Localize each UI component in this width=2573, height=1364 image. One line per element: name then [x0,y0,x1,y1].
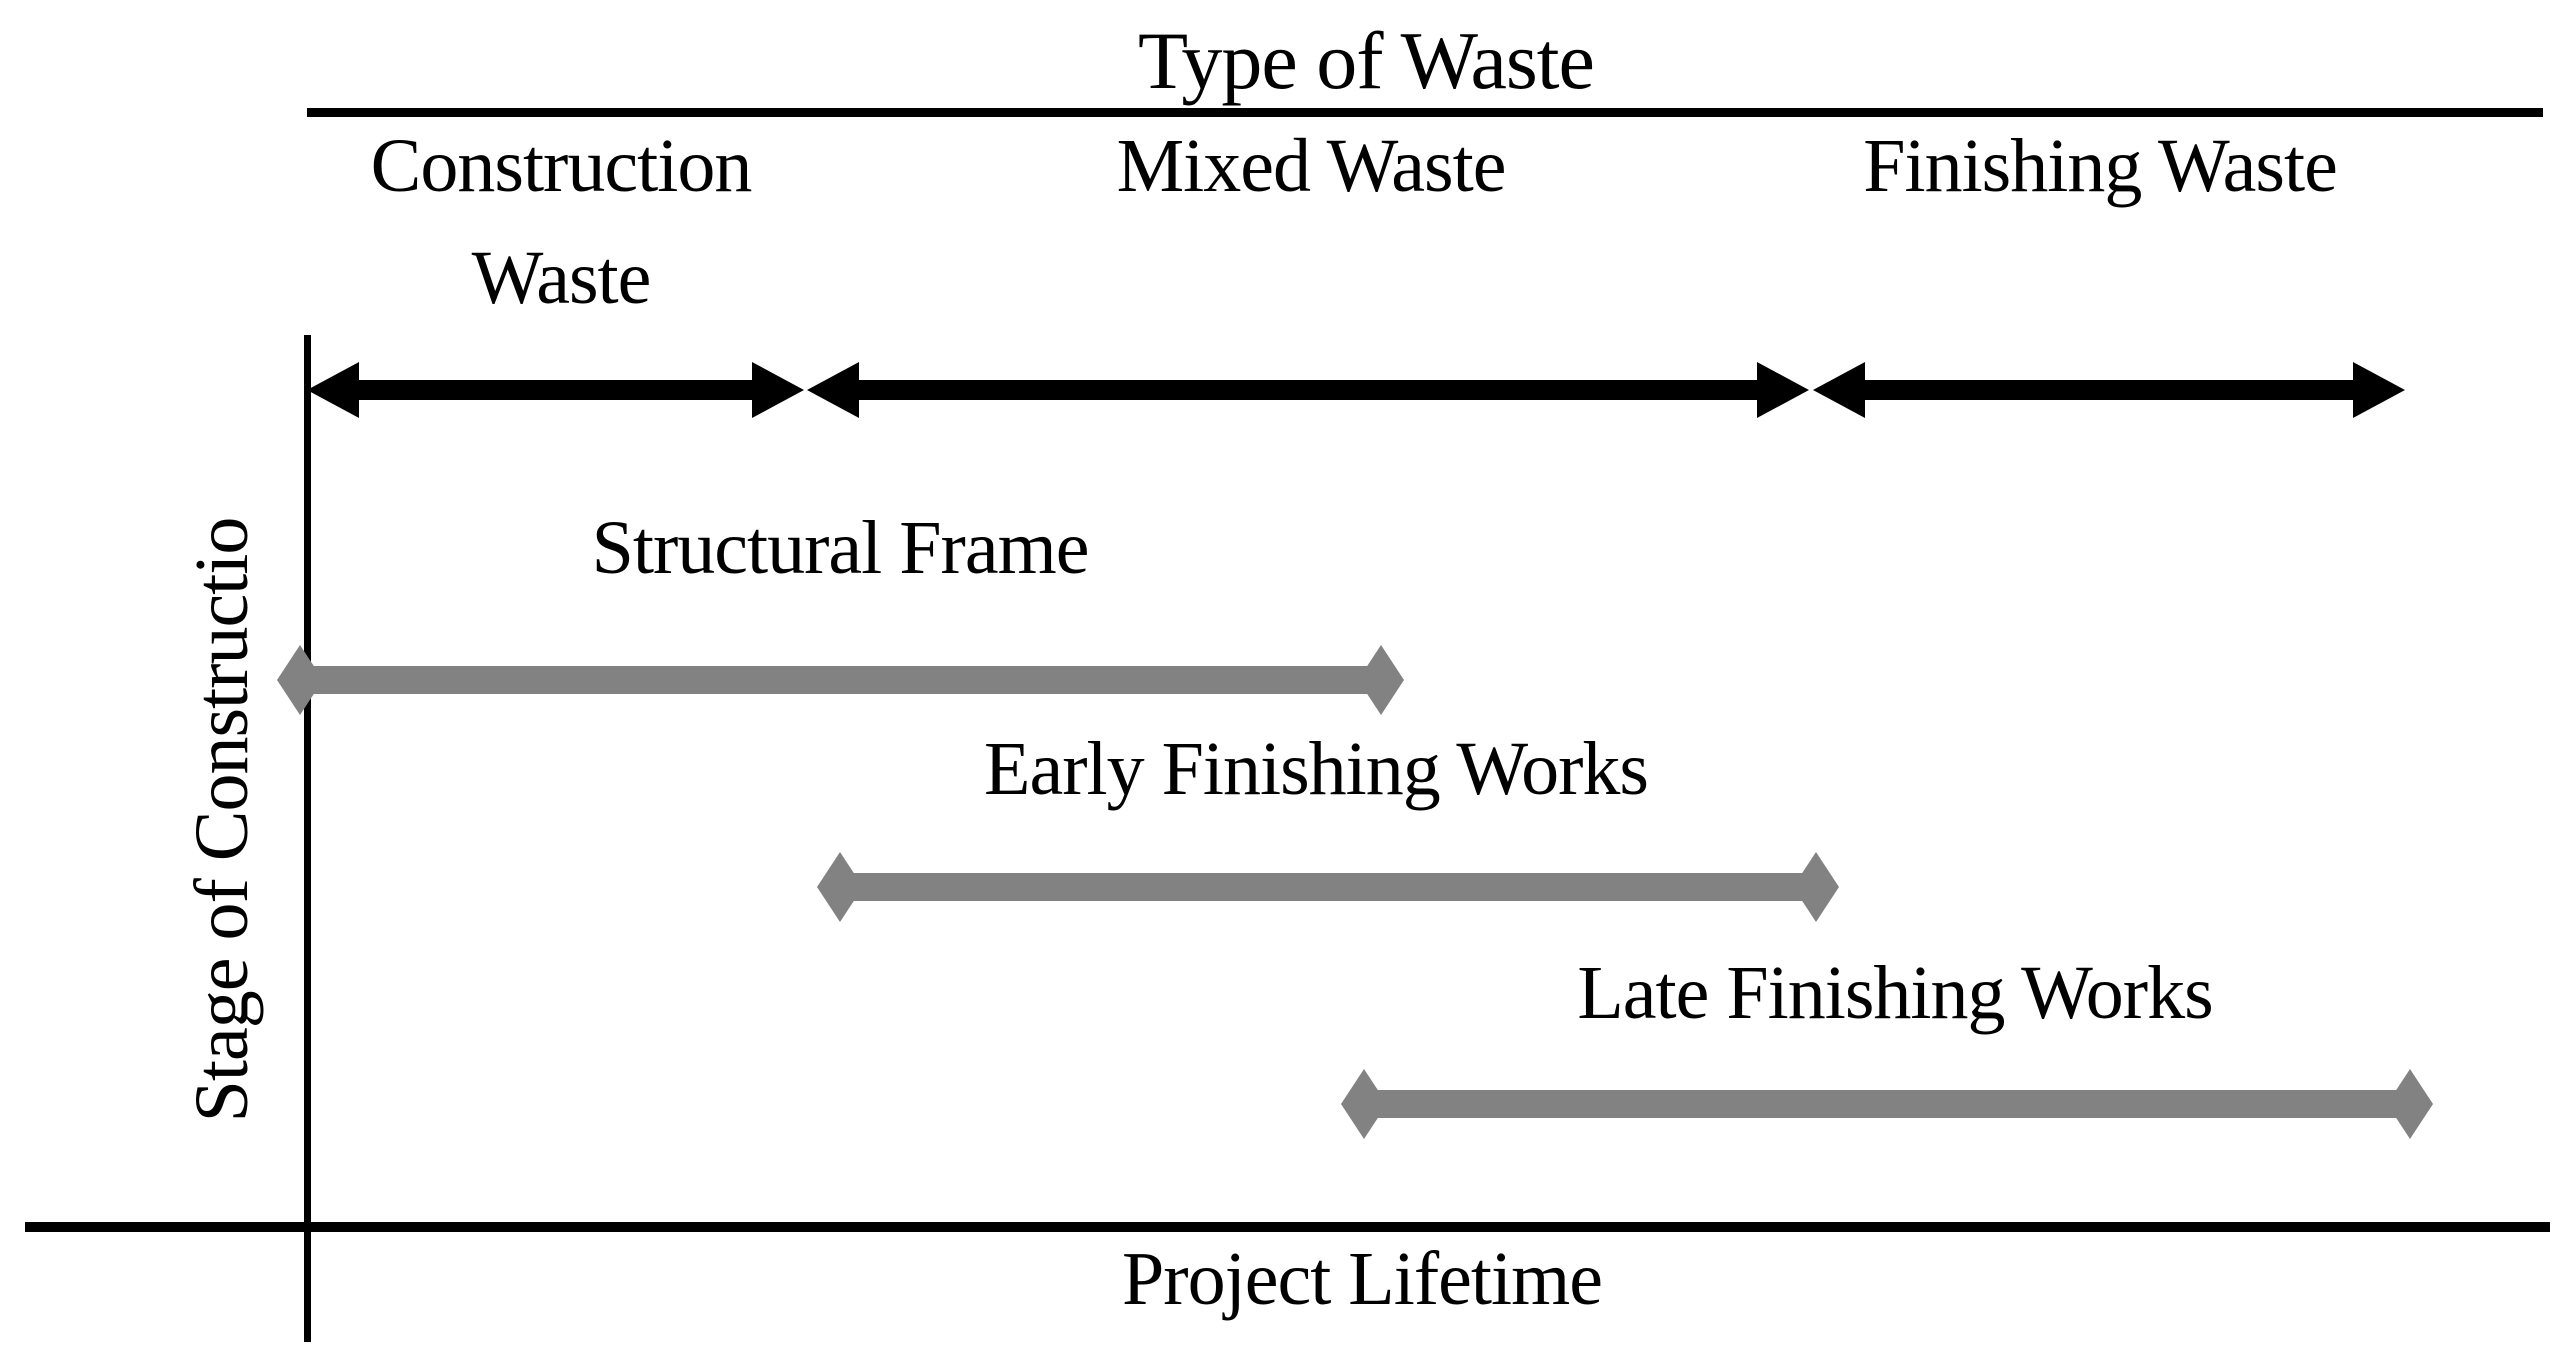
x-axis-line [25,1222,2550,1232]
bar-shaft [1364,1090,2410,1118]
diagram-title: Type of Waste [1138,15,1595,106]
finishing-waste-range-arrow [1813,362,2405,418]
arrow-left-head-icon [307,362,359,418]
column-label-construction-waste-line2: Waste [471,236,652,320]
construction-waste-range-arrow [307,362,804,418]
title-underline-rule [307,108,2543,117]
arrow-shaft [855,380,1761,400]
x-axis-label: Project Lifetime [1122,1237,1603,1321]
early-finishing-works-bar [817,852,1839,922]
diamond-end-icon [2387,1069,2433,1139]
arrow-right-head-icon [752,362,804,418]
diamond-end-icon [1793,852,1839,922]
column-label-mixed-waste: Mixed Waste [1116,124,1507,208]
arrow-shaft [355,380,756,400]
arrow-right-head-icon [2353,362,2405,418]
bar-shaft [300,666,1381,694]
diamond-start-icon [1341,1069,1387,1139]
diamond-start-icon [817,852,863,922]
arrow-right-head-icon [1757,362,1809,418]
arrow-left-head-icon [1813,362,1865,418]
column-label-construction-waste-line1: Construction [370,124,753,208]
late-finishing-works-bar [1341,1069,2433,1139]
stage-label-structural-frame: Structural Frame [591,506,1090,590]
diamond-end-icon [1358,645,1404,715]
y-axis-label: Stage of Constructio [180,517,264,1123]
arrow-left-head-icon [807,362,859,418]
stage-label-early-finishing-works: Early Finishing Works [984,727,1649,811]
column-label-finishing-waste: Finishing Waste [1863,124,2338,208]
diamond-start-icon [277,645,323,715]
bar-shaft [840,873,1816,901]
mixed-waste-range-arrow [807,362,1809,418]
y-axis-line [304,335,311,1342]
arrow-shaft [1861,380,2357,400]
stage-label-late-finishing-works: Late Finishing Works [1577,951,2213,1035]
structural-frame-bar [277,645,1404,715]
